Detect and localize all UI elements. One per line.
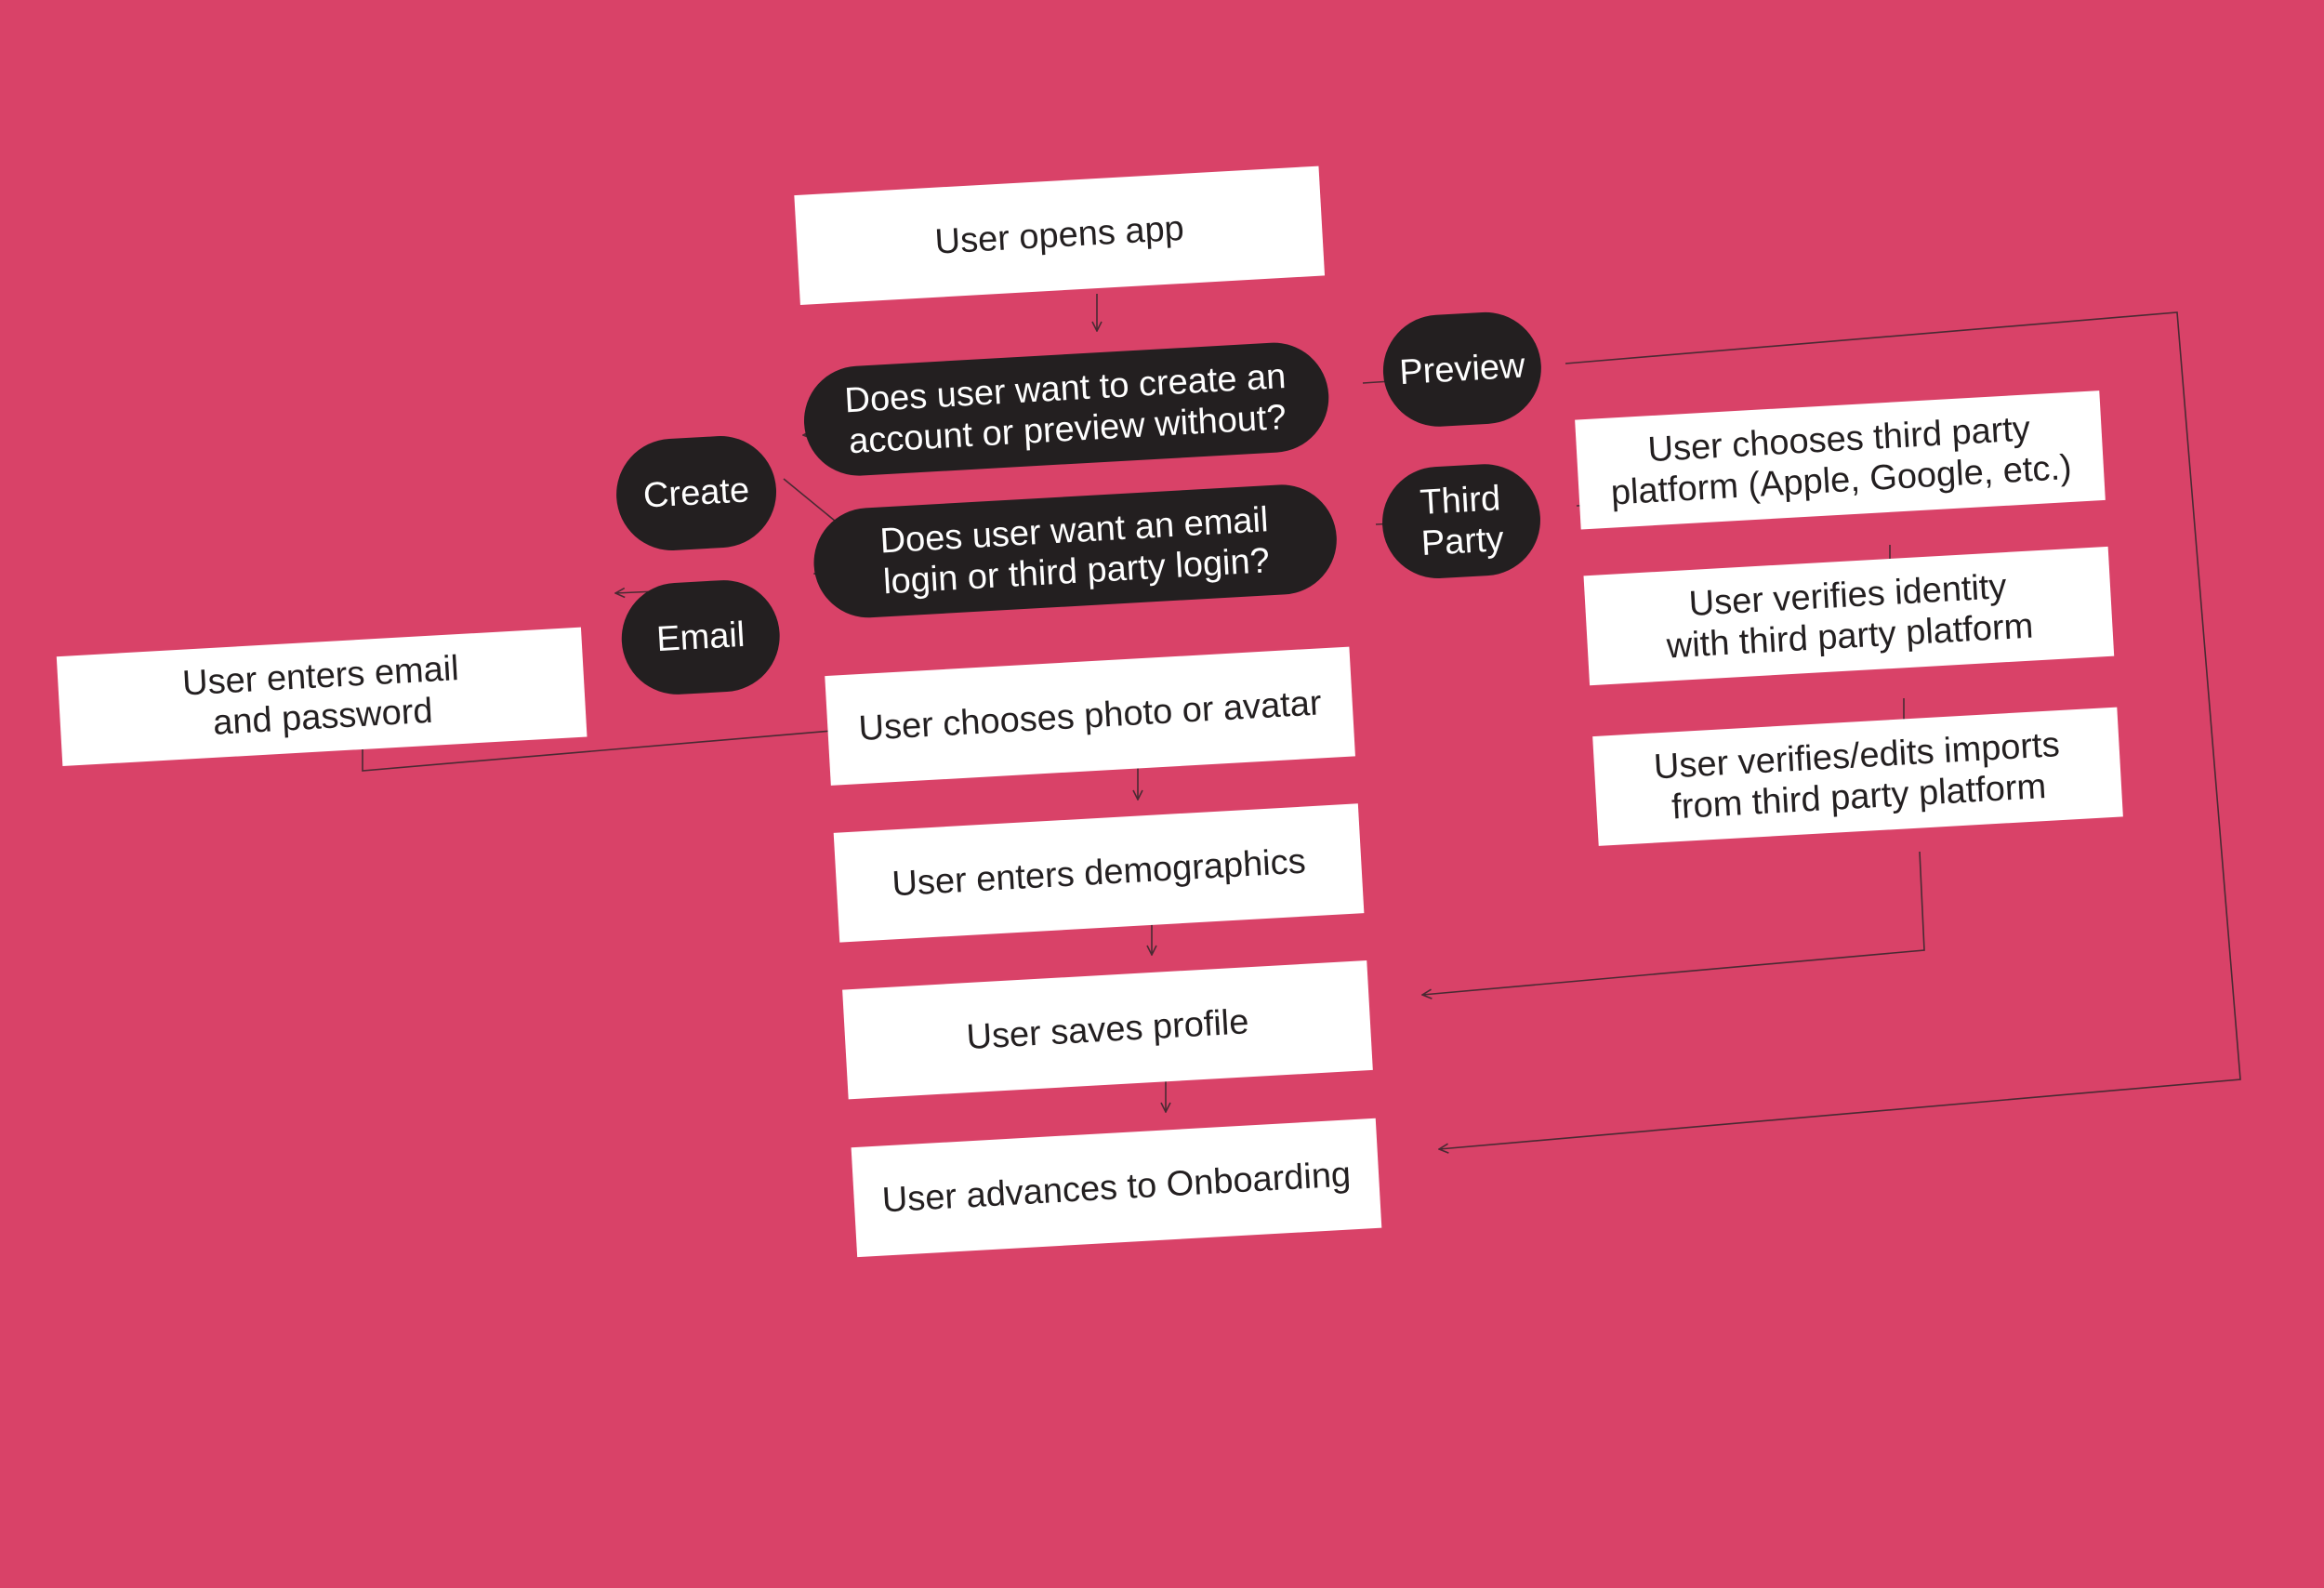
- node-label: User enters demographics: [891, 841, 1307, 905]
- node-create: Create: [613, 432, 780, 554]
- node-label: Does user want to create an account or p…: [843, 356, 1287, 462]
- node-enters-email-password: User enters email and password: [56, 627, 588, 767]
- node-advances-to-onboarding: User advances to Onboarding: [851, 1118, 1382, 1258]
- node-verifies-imports: User verifies/edits imports from third p…: [1592, 707, 2123, 846]
- node-enters-demographics: User enters demographics: [833, 803, 1365, 943]
- node-email-or-third-party-question: Does user want an email login or third p…: [811, 482, 1340, 621]
- node-email: Email: [618, 576, 783, 698]
- node-label: Third Party: [1419, 479, 1505, 564]
- node-verifies-identity: User verifies identity with third party …: [1583, 546, 2115, 686]
- node-label: User verifies/edits imports from third p…: [1652, 725, 2061, 827]
- node-label: Create: [641, 470, 751, 516]
- node-label: User saves profile: [965, 1002, 1250, 1058]
- node-preview: Preview: [1380, 309, 1545, 430]
- node-create-or-preview-question: Does user want to create an account or p…: [800, 339, 1332, 479]
- node-label: Does user want an email login or third p…: [878, 500, 1271, 602]
- node-label: User enters email and password: [181, 649, 460, 743]
- node-saves-profile: User saves profile: [842, 960, 1373, 1100]
- node-chooses-third-party-platform: User chooses third party platform (Apple…: [1575, 390, 2106, 530]
- node-label: Preview: [1398, 346, 1526, 393]
- node-user-opens-app: User opens app: [794, 165, 1326, 305]
- node-chooses-photo-or-avatar: User chooses photo or avatar: [825, 646, 1355, 786]
- node-label: User opens app: [933, 208, 1185, 262]
- node-third-party: Third Party: [1379, 460, 1544, 582]
- node-label: User chooses photo or avatar: [857, 683, 1323, 749]
- node-label: User verifies identity with third party …: [1665, 567, 2035, 667]
- node-label: User chooses third party platform (Apple…: [1609, 409, 2073, 513]
- node-label: User advances to Onboarding: [880, 1155, 1353, 1221]
- flowchart: User opens app Does user want to create …: [56, 165, 2241, 1258]
- node-label: Email: [655, 615, 746, 660]
